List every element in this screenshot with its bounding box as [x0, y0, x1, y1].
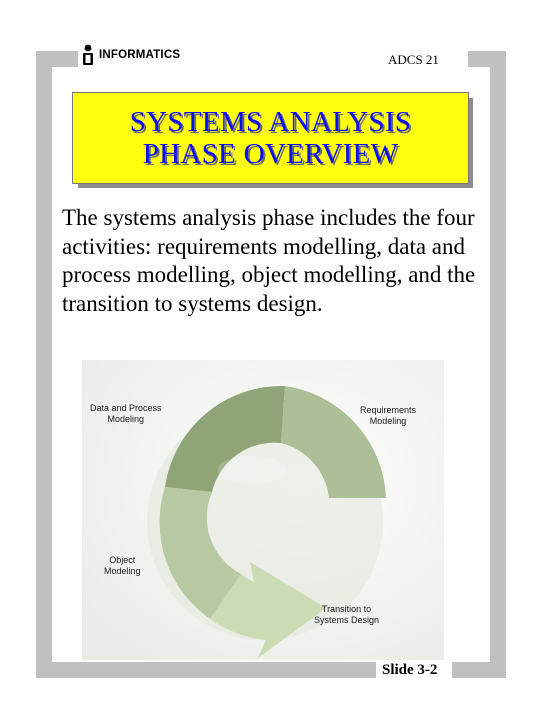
label-data-process-modeling: Data and Process Modeling: [90, 403, 162, 424]
label-transition-systems-design: Transition to Systems Design: [314, 604, 380, 625]
phase-cycle-diagram: Data and Process Modeling Requirements M…: [82, 360, 444, 660]
frame-right: [490, 51, 506, 678]
label-requirements-modeling: Requirements Modeling: [360, 405, 417, 426]
cycle-graphic: [82, 360, 444, 660]
frame-left: [36, 51, 52, 678]
frame-bottom-left: [36, 662, 376, 678]
segment-transition-arrow: [210, 562, 326, 658]
body-paragraph: The systems analysis phase includes the …: [62, 205, 476, 316]
slide-number: Slide 3-2: [382, 662, 438, 678]
title-box: SYSTEMS ANALYSIS PHASE OVERVIEW: [72, 92, 469, 184]
frame-bottom-right: [452, 662, 506, 678]
segment-highlight: [218, 456, 286, 484]
title-line-1: SYSTEMS ANALYSIS: [129, 106, 412, 138]
logo-mark-icon: [83, 44, 93, 65]
segment-object: [159, 487, 241, 619]
label-object-modeling: Object Modeling: [104, 555, 141, 576]
logo-text: INFORMATICS: [99, 49, 181, 61]
title-line-2: PHASE OVERVIEW: [142, 138, 399, 170]
segment-requirements: [281, 386, 386, 498]
segment-data-process: [165, 385, 285, 492]
course-code: ADCS 21: [388, 52, 439, 67]
informatics-logo: INFORMATICS: [80, 44, 180, 66]
